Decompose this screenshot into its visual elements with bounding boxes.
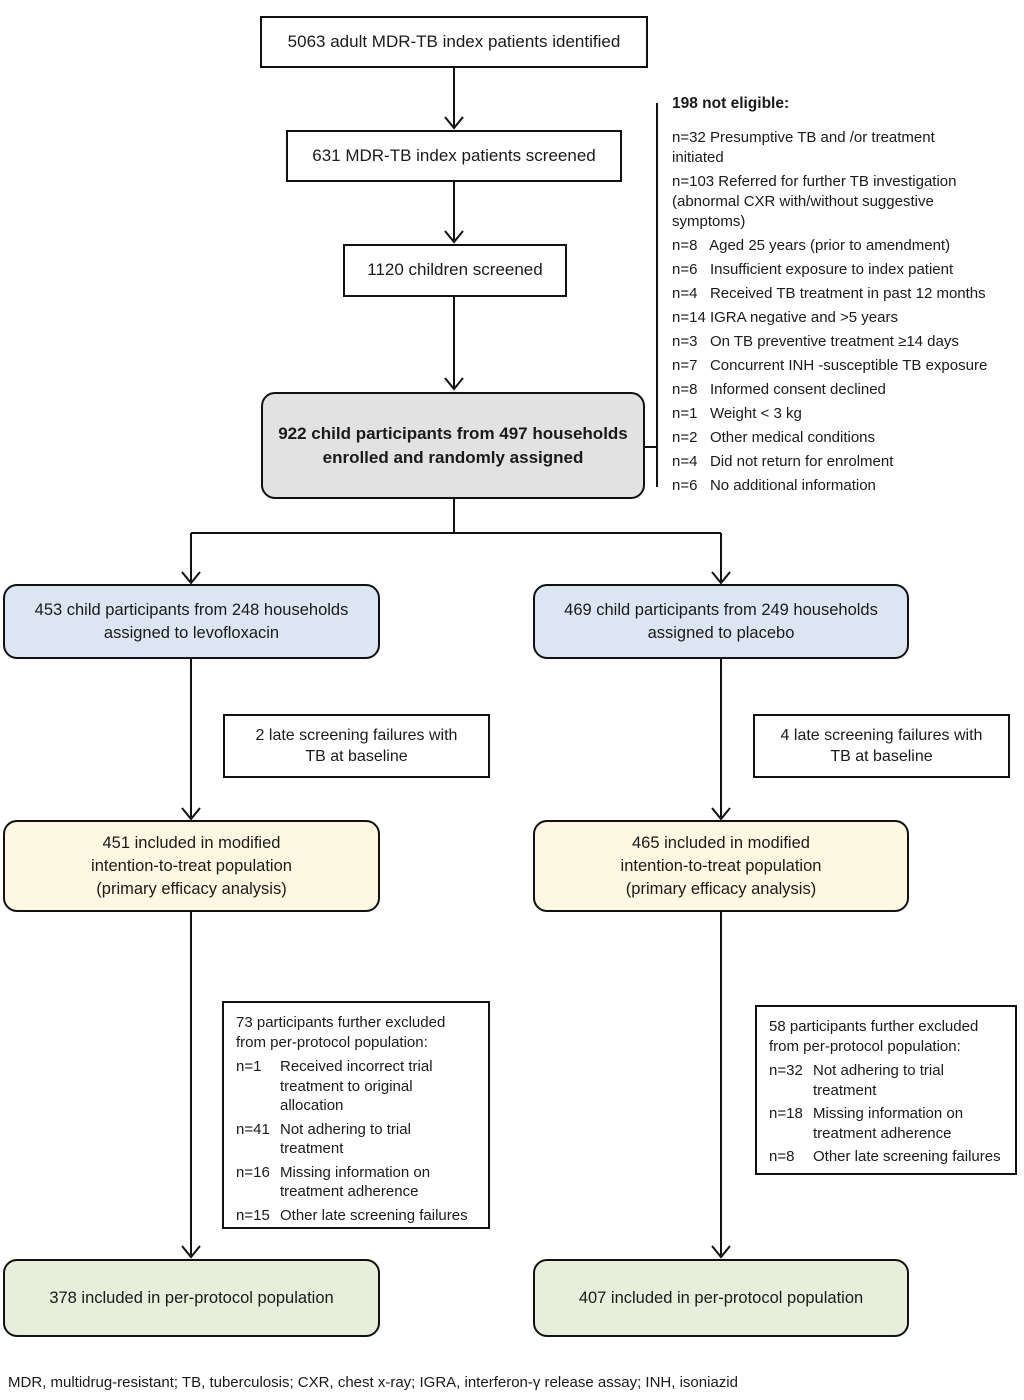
not-eligible-list: 198 not eligible: n=32 Presumptive TB an…: [672, 94, 1022, 500]
box-arm-placebo: 469 child participants from 249 househol…: [533, 584, 909, 659]
excluded-item-count: n=15: [236, 1206, 270, 1224]
box-mitt-right: 465 included in modified intention-to-tr…: [533, 820, 909, 912]
box-children-screened: 1120 children screened: [343, 244, 567, 297]
box-index-patients-screened: 631 MDR-TB index patients screened: [286, 130, 622, 182]
not-eligible-item: n=4 Received TB treatment in past 12 mon…: [672, 285, 986, 302]
not-eligible-item: n=8 Informed consent declined: [672, 381, 886, 398]
arrowhead-icon: [444, 116, 464, 130]
excluded-intro: 73 participants further excluded from pe…: [236, 1014, 446, 1051]
arrowhead-icon: [181, 807, 201, 821]
excluded-item: n=16 Missing information on treatment ad…: [236, 1163, 476, 1202]
not-eligible-item: n=14 IGRA negative and >5 years: [672, 309, 898, 326]
arrowhead-icon: [444, 230, 464, 244]
not-eligible-item: n=1 Weight < 3 kg: [672, 405, 802, 422]
excluded-item-reason: Other late screening failures: [813, 1148, 1001, 1165]
not-eligible-item: n=7 Concurrent INH -susceptible TB expos…: [672, 357, 988, 374]
excluded-item-reason: Not adhering to trial treatment: [813, 1062, 944, 1099]
not-eligible-heading: 198 not eligible:: [672, 95, 790, 112]
excluded-intro: 58 participants further excluded from pe…: [769, 1018, 979, 1055]
excluded-item-count: n=16: [236, 1163, 270, 1181]
excluded-item: n=41 Not adhering to trial treatment: [236, 1120, 476, 1159]
excluded-item-count: n=41: [236, 1120, 270, 1138]
excluded-item-reason: Missing information on treatment adheren…: [280, 1163, 431, 1201]
box-index-patients-identified: 5063 adult MDR-TB index patients identif…: [260, 16, 648, 68]
excluded-item-count: n=8: [769, 1148, 795, 1165]
not-eligible-item: n=2 Other medical conditions: [672, 429, 876, 446]
arrowhead-icon: [444, 377, 464, 391]
excluded-item: n=1 Received incorrect trial treatment t…: [236, 1057, 476, 1116]
arrowhead-icon: [711, 1245, 731, 1259]
excluded-item-reason: Other late screening failures: [280, 1206, 468, 1224]
not-eligible-item: n=4 Did not return for enrolment: [672, 453, 894, 470]
not-eligible-item: n=32 Presumptive TB and /or treatment in…: [672, 129, 935, 166]
excluded-item: n=32 Not adhering to trial treatment: [769, 1061, 1003, 1100]
arrowhead-icon: [181, 571, 201, 585]
abbreviations-footnote: MDR, multidrug-resistant; TB, tuberculos…: [8, 1374, 738, 1391]
not-eligible-item: n=8 Aged 25 years (prior to amendment): [672, 237, 951, 254]
box-late-screening-failures-left: 2 late screening failures with TB at bas…: [223, 714, 490, 778]
excluded-item: n=18 Missing information on treatment ad…: [769, 1104, 1003, 1143]
excluded-item-count: n=32: [769, 1062, 803, 1079]
not-eligible-item: n=6 No additional information: [672, 477, 876, 494]
box-excluded-per-protocol-right: 58 participants further excluded from pe…: [755, 1005, 1017, 1175]
excluded-item-reason: Missing information on treatment adheren…: [813, 1105, 964, 1142]
arrowhead-icon: [711, 807, 731, 821]
box-per-protocol-right: 407 included in per-protocol population: [533, 1259, 909, 1337]
box-enrolled-randomized: 922 child participants from 497 househol…: [261, 392, 645, 499]
excluded-item-reason: Received incorrect trial treatment to or…: [280, 1058, 433, 1114]
excluded-item-count: n=18: [769, 1105, 803, 1122]
box-per-protocol-left: 378 included in per-protocol population: [3, 1259, 380, 1337]
excluded-item: n=15 Other late screening failures: [236, 1206, 476, 1226]
not-eligible-connector: [645, 103, 658, 487]
not-eligible-item: n=6 Insufficient exposure to index patie…: [672, 261, 954, 278]
box-late-screening-failures-right: 4 late screening failures with TB at bas…: [753, 714, 1010, 778]
excluded-item-count: n=1: [236, 1058, 262, 1075]
excluded-item: n=8 Other late screening failures: [769, 1147, 1003, 1167]
arrowhead-icon: [181, 1245, 201, 1259]
box-mitt-left: 451 included in modified intention-to-tr…: [3, 820, 380, 912]
excluded-item-reason: Not adhering to trial treatment: [280, 1120, 411, 1158]
not-eligible-item: n=3 On TB preventive treatment ≥14 days: [672, 333, 959, 350]
arrowhead-icon: [711, 571, 731, 585]
box-excluded-per-protocol-left: 73 participants further excluded from pe…: [222, 1001, 490, 1229]
split-line: [191, 499, 721, 534]
box-arm-levofloxacin: 453 child participants from 248 househol…: [3, 584, 380, 659]
not-eligible-item: n=103 Referred for further TB investigat…: [672, 173, 957, 230]
